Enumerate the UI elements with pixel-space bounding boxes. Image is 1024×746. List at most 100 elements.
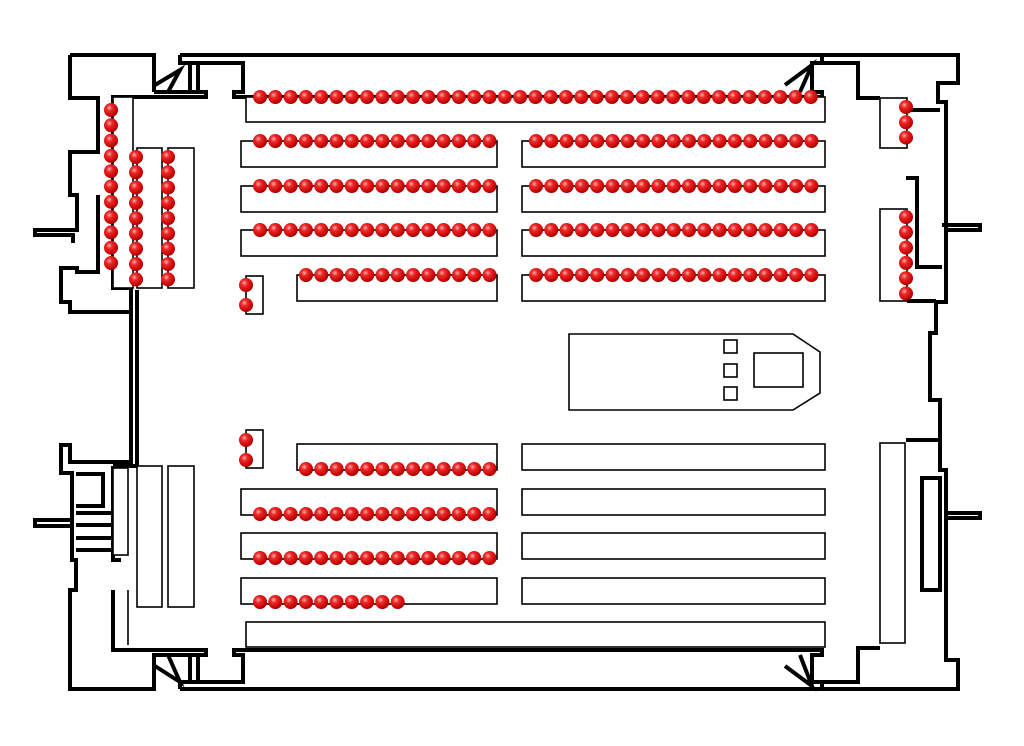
ball-upper-right-shelf-1	[544, 134, 559, 148]
ball-upper-right-shelf-3	[682, 223, 696, 237]
ball-lower-left-shelf-1	[329, 462, 344, 476]
ball-lower-left-shelf-2	[375, 507, 390, 521]
ball-right-bin-2	[899, 271, 913, 286]
ball-top-shelf	[742, 90, 757, 104]
ball-upper-left-shelf-3	[360, 223, 375, 237]
ball-lower-left-shelf-2	[451, 507, 466, 521]
ball-right-bin-2	[899, 255, 913, 270]
ball-upper-right-shelf-4	[697, 268, 712, 282]
station-square-3	[723, 386, 738, 401]
ball-lower-left-shelf-3	[329, 551, 344, 565]
ball-upper-right-shelf-2	[590, 179, 605, 193]
ball-lower-left-shelf-3	[314, 551, 329, 565]
ball-left-column-1	[104, 210, 118, 225]
ball-upper-left-shelf-2	[390, 179, 405, 193]
ball-small-bin-1	[239, 278, 253, 292]
ball-lower-left-shelf-1	[467, 462, 482, 476]
ball-top-shelf	[513, 90, 528, 104]
right-lower-rack	[879, 442, 906, 644]
ball-upper-left-shelf-1	[298, 134, 313, 148]
ball-top-shelf	[574, 90, 589, 104]
bottom-right-door-brace	[783, 654, 817, 692]
ball-small-bin-2	[239, 453, 253, 467]
ball-upper-left-shelf-1	[467, 134, 482, 148]
ball-top-shelf	[421, 90, 436, 104]
ball-upper-right-shelf-1	[804, 134, 819, 148]
lower-right-shelf-1	[521, 443, 826, 471]
ball-right-bin-2	[899, 210, 913, 224]
ball-upper-left-shelf-1	[253, 134, 267, 148]
ball-lower-left-shelf-1	[314, 462, 329, 476]
ball-upper-right-shelf-2	[712, 179, 727, 193]
ball-left-column-3	[161, 272, 175, 287]
ball-upper-left-shelf-4	[406, 268, 421, 282]
ball-upper-right-shelf-2	[651, 179, 666, 193]
ball-left-column-1	[104, 225, 118, 240]
lower-left-corridor	[112, 590, 129, 645]
ball-upper-right-shelf-1	[636, 134, 651, 148]
ball-upper-right-shelf-1	[605, 134, 620, 148]
ball-upper-left-shelf-4	[467, 268, 482, 282]
ball-upper-left-shelf-3	[298, 223, 313, 237]
ball-lower-left-shelf-1	[452, 462, 466, 476]
ball-upper-right-shelf-4	[574, 268, 589, 282]
ball-lower-left-shelf-2	[253, 507, 267, 521]
ball-upper-left-shelf-3	[283, 223, 298, 237]
ball-upper-right-shelf-1	[743, 134, 758, 148]
ball-top-shelf	[436, 90, 451, 104]
ball-lower-left-shelf-2	[314, 507, 329, 521]
ball-left-column-2	[129, 272, 143, 287]
ball-lower-left-shelf-1	[390, 462, 405, 476]
ball-upper-right-shelf-3	[758, 223, 773, 237]
station-screen	[753, 352, 804, 388]
ball-top-shelf	[253, 90, 267, 104]
ball-top-shelf	[727, 90, 742, 104]
ball-lower-left-shelf-2	[329, 507, 344, 521]
ball-top-shelf	[773, 90, 788, 104]
bottom-left-door-brace	[153, 654, 200, 688]
ball-lower-left-shelf-3	[421, 551, 436, 565]
ball-lower-left-shelf-1	[299, 462, 313, 476]
balls	[104, 90, 913, 609]
ball-upper-right-shelf-3	[804, 223, 819, 237]
ball-upper-right-shelf-3	[712, 223, 727, 237]
ball-lower-left-shelf-4	[283, 595, 298, 609]
ball-lower-left-shelf-4	[298, 595, 313, 609]
ball-small-bin-1	[239, 298, 253, 312]
ball-left-column-2	[129, 180, 143, 195]
ball-upper-left-shelf-4	[452, 268, 466, 282]
ball-upper-left-shelf-1	[344, 134, 359, 148]
ball-upper-left-shelf-2	[406, 179, 420, 193]
ball-top-shelf	[528, 90, 543, 104]
ball-upper-left-shelf-3	[451, 223, 466, 237]
ball-lower-left-shelf-2	[406, 507, 420, 521]
ball-upper-right-shelf-2	[789, 179, 804, 193]
ball-top-shelf	[360, 90, 375, 104]
ball-upper-right-shelf-3	[773, 223, 788, 237]
ball-upper-left-shelf-4	[390, 268, 405, 282]
ball-lower-left-shelf-2	[390, 507, 405, 521]
ball-left-column-2	[129, 211, 143, 226]
ball-upper-right-shelf-3	[590, 223, 605, 237]
ball-lower-left-shelf-1	[482, 462, 497, 476]
ball-lower-left-shelf-1	[421, 462, 436, 476]
ball-upper-right-shelf-3	[620, 223, 635, 237]
ball-left-column-2	[129, 165, 143, 180]
ball-upper-right-shelf-4	[529, 268, 543, 282]
right-bin-2	[879, 208, 908, 302]
ball-upper-right-shelf-1	[574, 134, 589, 148]
ball-left-column-1	[104, 179, 118, 194]
ball-upper-left-shelf-1	[421, 134, 436, 148]
ball-upper-right-shelf-2	[605, 179, 620, 193]
ball-left-column-1	[104, 148, 118, 163]
ball-top-shelf	[451, 90, 466, 104]
ball-lower-left-shelf-4	[360, 595, 375, 609]
ball-upper-right-shelf-3	[574, 223, 589, 237]
ball-left-column-2	[129, 195, 143, 210]
top-left-door-brace	[153, 63, 200, 93]
ball-upper-left-shelf-3	[406, 223, 420, 237]
ball-upper-left-shelf-1	[451, 134, 466, 148]
ball-upper-left-shelf-3	[482, 223, 497, 237]
ball-upper-right-shelf-1	[620, 134, 635, 148]
ball-top-shelf	[375, 90, 390, 104]
